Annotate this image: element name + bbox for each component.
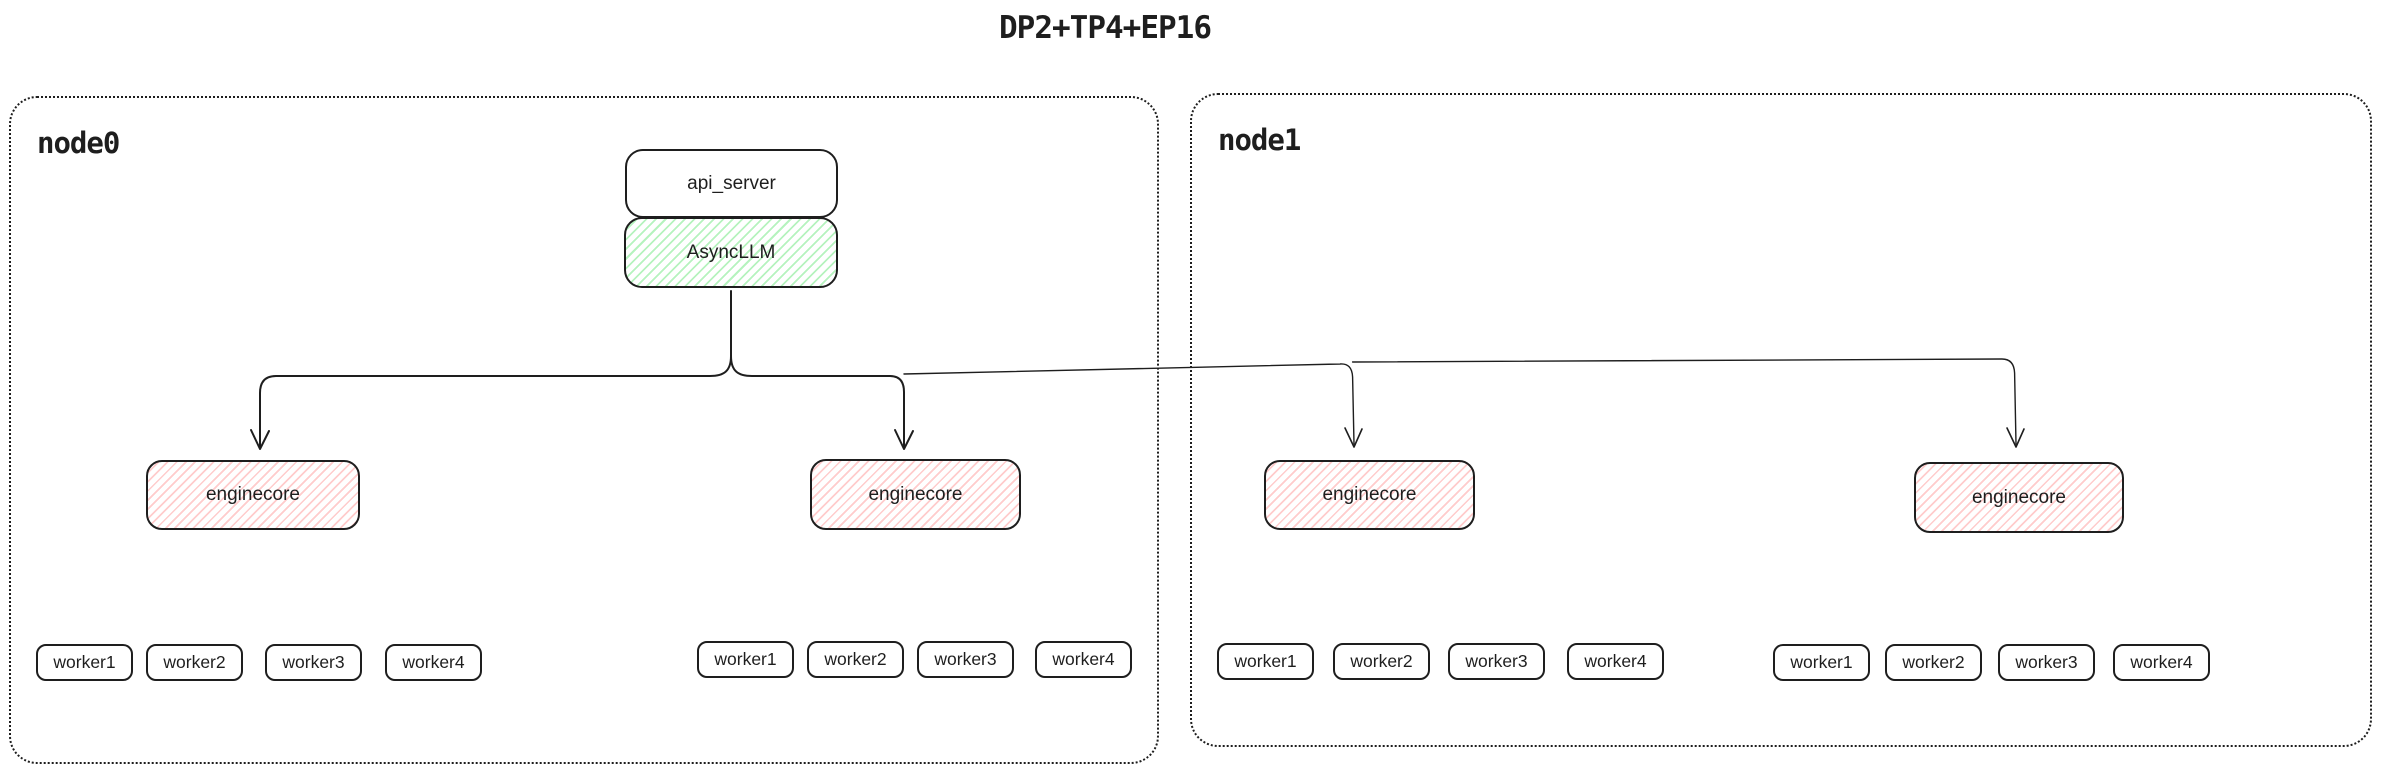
worker-box: worker4 bbox=[1567, 643, 1664, 680]
enginecore-label: enginecore bbox=[1971, 486, 2067, 508]
worker-label: worker4 bbox=[1052, 649, 1115, 669]
worker-label: worker1 bbox=[1790, 652, 1853, 672]
worker-label: worker2 bbox=[1902, 652, 1965, 672]
asyncllm-label: AsyncLLM bbox=[686, 241, 776, 263]
diagram-title: DP2+TP4+EP16 bbox=[999, 10, 1212, 46]
worker-box: worker1 bbox=[1217, 643, 1314, 680]
worker-box: worker2 bbox=[1885, 644, 1982, 681]
worker-label: worker4 bbox=[1584, 651, 1647, 671]
node0-label: node0 bbox=[37, 126, 120, 160]
worker-label: worker3 bbox=[282, 652, 345, 672]
worker-label: worker3 bbox=[2015, 652, 2078, 672]
worker-box: worker3 bbox=[1448, 643, 1545, 680]
enginecore-box-node1-1: enginecore bbox=[1264, 460, 1475, 530]
enginecore-box-node0-1: enginecore bbox=[146, 460, 360, 530]
worker-label: worker2 bbox=[824, 649, 887, 669]
worker-box: worker3 bbox=[1998, 644, 2095, 681]
enginecore-box-node1-2: enginecore bbox=[1914, 462, 2124, 533]
api-server-label: api_server bbox=[687, 172, 776, 194]
worker-box: worker4 bbox=[385, 644, 482, 681]
worker-label: worker3 bbox=[1465, 651, 1528, 671]
worker-label: worker4 bbox=[2130, 652, 2193, 672]
worker-box: worker1 bbox=[36, 644, 133, 681]
enginecore-label: enginecore bbox=[1322, 484, 1417, 505]
worker-label: worker1 bbox=[1234, 651, 1297, 671]
worker-box: worker4 bbox=[1035, 641, 1132, 678]
worker-box: worker1 bbox=[697, 641, 794, 678]
worker-label: worker2 bbox=[1350, 651, 1413, 671]
api-server-box: api_server bbox=[625, 149, 838, 218]
worker-label: worker2 bbox=[163, 652, 226, 672]
node1-label: node1 bbox=[1218, 123, 1301, 157]
worker-box: worker4 bbox=[2113, 644, 2210, 681]
worker-label: worker4 bbox=[402, 652, 465, 672]
worker-label: worker1 bbox=[53, 652, 116, 672]
enginecore-box-node0-2: enginecore bbox=[810, 459, 1021, 530]
worker-label: worker1 bbox=[714, 649, 777, 669]
worker-box: worker3 bbox=[917, 641, 1014, 678]
enginecore-label: enginecore bbox=[205, 484, 301, 505]
enginecore-label: enginecore bbox=[868, 483, 963, 505]
worker-box: worker1 bbox=[1773, 644, 1870, 681]
asyncllm-box: AsyncLLM bbox=[624, 217, 838, 288]
worker-label: worker3 bbox=[934, 649, 997, 669]
worker-box: worker2 bbox=[1333, 643, 1430, 680]
worker-box: worker3 bbox=[265, 644, 362, 681]
worker-box: worker2 bbox=[146, 644, 243, 681]
worker-box: worker2 bbox=[807, 641, 904, 678]
